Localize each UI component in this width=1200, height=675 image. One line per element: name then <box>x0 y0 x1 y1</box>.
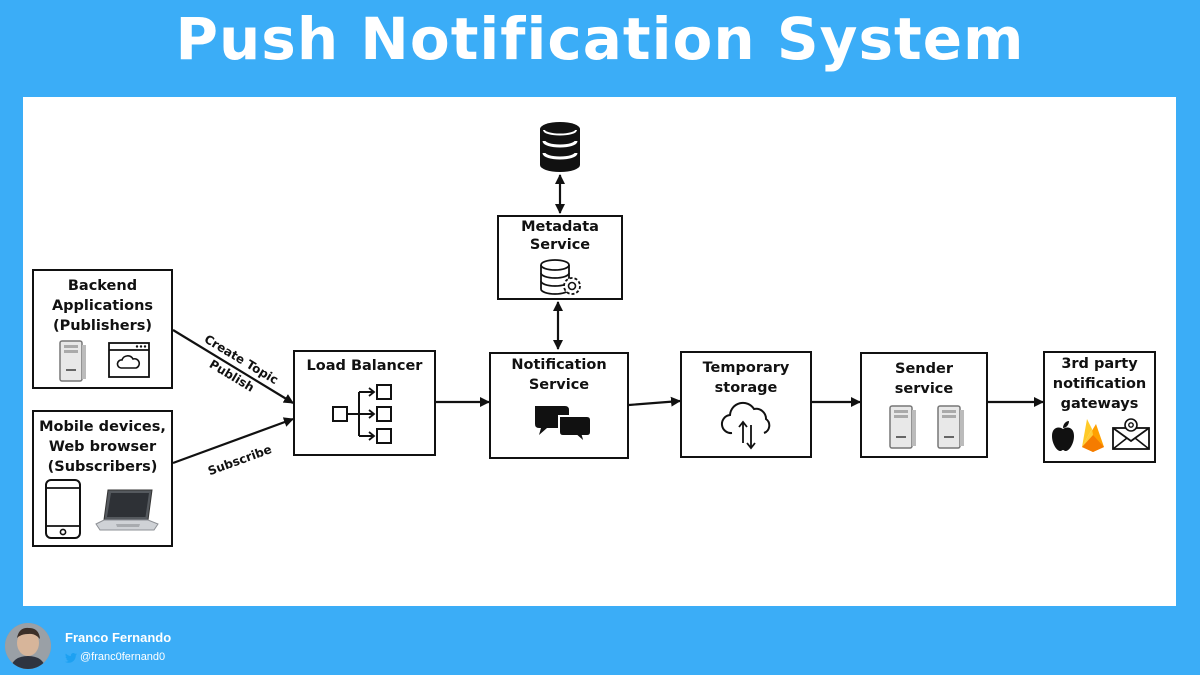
laptop-icon <box>95 489 159 531</box>
hierarchy-icon <box>332 384 392 444</box>
smartphone-icon <box>45 479 81 539</box>
metadata-service-label-2: Service <box>529 237 591 253</box>
temporary-storage-label-2: storage <box>714 380 778 396</box>
apple-logo-icon <box>1052 421 1074 451</box>
load-balancer-label: Load Balancer <box>306 358 423 374</box>
mobile-devices-box[interactable]: Mobile devices, Web browser (Subscribers… <box>32 410 173 547</box>
author-name: Franco Fernando <box>65 630 172 645</box>
temporary-storage-label-1: Temporary <box>702 360 790 376</box>
avatar <box>5 623 51 669</box>
sender-service-label-1: Sender <box>895 361 953 377</box>
notification-service-label-1: Notification <box>511 357 607 373</box>
edge-backend-to-lb <box>172 329 294 404</box>
backend-applications-box[interactable]: Backend Applications (Publishers) <box>32 269 173 389</box>
mobile-label-1: Mobile devices, <box>39 419 166 435</box>
temporary-storage-box[interactable]: Temporary storage <box>680 351 812 458</box>
firebase-icon <box>1082 419 1104 452</box>
mobile-label-3: (Subscribers) <box>47 459 158 475</box>
server-tower-icon <box>937 405 964 449</box>
page-title: Push Notification System <box>175 5 1025 73</box>
metadata-service-box[interactable]: Metadata Service <box>497 215 623 300</box>
backend-label-1: Backend <box>67 278 138 294</box>
sender-service-box[interactable]: Sender service <box>860 352 988 458</box>
notification-service-label-2: Service <box>528 377 590 393</box>
mobile-label-2: Web browser <box>48 439 157 455</box>
backend-label-3: (Publishers) <box>52 318 153 334</box>
cloud-sync-icon <box>721 401 771 450</box>
cloud-window-icon <box>108 342 150 378</box>
metadata-service-label-1: Metadata <box>521 219 599 235</box>
twitter-icon[interactable] <box>65 653 77 663</box>
gateways-box[interactable]: 3rd party notification gateways <box>1043 351 1156 463</box>
author-handle[interactable]: @franc0fernand0 <box>80 651 166 663</box>
gateways-label-3: gateways <box>1060 396 1139 412</box>
database-gear-icon <box>540 259 581 295</box>
edge-mobile-to-lb <box>172 417 294 465</box>
load-balancer-box[interactable]: Load Balancer <box>293 350 436 456</box>
email-icon <box>1112 418 1150 450</box>
gateways-label-1: 3rd party <box>1061 356 1138 372</box>
backend-label-2: Applications <box>51 298 154 314</box>
edge-notification-to-temporary <box>628 396 681 407</box>
chat-bubbles-icon <box>535 406 592 444</box>
diagram-canvas: Metadata Service Backend Applications (P… <box>23 97 1176 606</box>
database-icon <box>540 122 580 172</box>
connector-layer <box>172 122 1044 465</box>
notification-service-box[interactable]: Notification Service <box>489 352 629 459</box>
sender-service-label-2: service <box>894 381 954 397</box>
server-tower-icon <box>59 340 86 382</box>
server-tower-icon <box>889 405 916 449</box>
gateways-label-2: notification <box>1052 376 1147 392</box>
